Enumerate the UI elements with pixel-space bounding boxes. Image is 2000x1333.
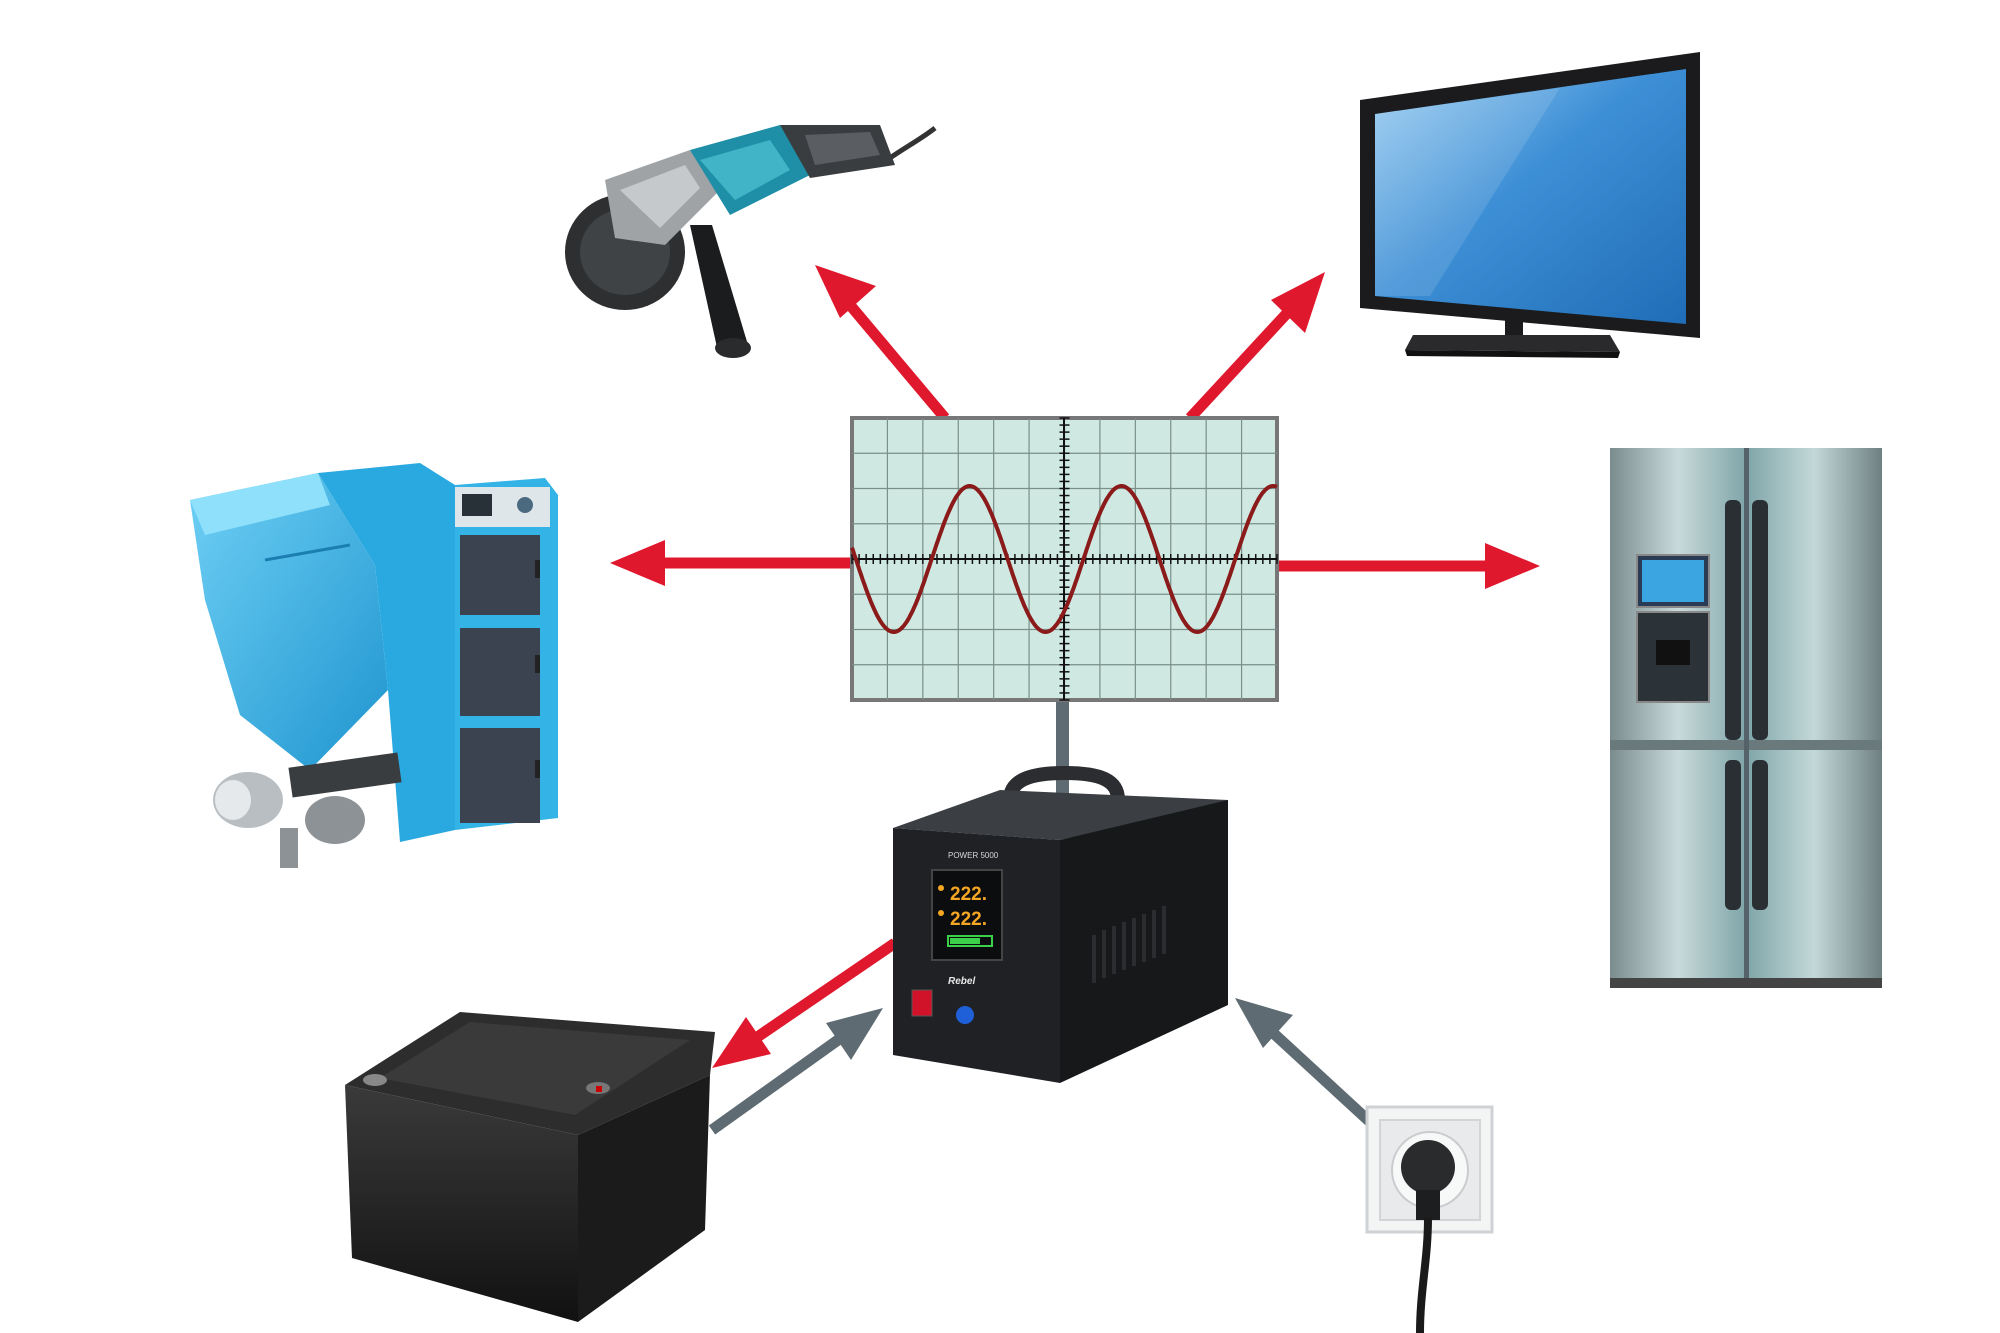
- arrow-to-grinder: [815, 265, 950, 422]
- output-arrows: [610, 265, 1540, 1068]
- refrigerator-icon: [1610, 448, 1882, 988]
- brand-logo: Rebel: [948, 976, 975, 987]
- display-reading-1: 222.: [950, 884, 987, 905]
- power-switch[interactable]: [911, 989, 933, 1017]
- wall-socket-icon: [1365, 1105, 1494, 1333]
- battery-icon: [345, 1012, 715, 1322]
- inverter-ups-icon: POWER 5000 222. 222. Rebel: [893, 765, 1228, 1083]
- display-battery-bar: [947, 935, 993, 947]
- angle-grinder-icon: [565, 125, 937, 358]
- arrow-from-battery: [708, 1008, 883, 1135]
- arrow-to-tv: [1185, 272, 1325, 422]
- display-reading-2: 222.: [950, 909, 987, 930]
- arrow-to-boiler: [610, 540, 852, 586]
- input-arrows: [708, 700, 1374, 1135]
- flat-tv-icon: [1360, 52, 1700, 358]
- scope-ticks: [851, 417, 1278, 701]
- pellet-boiler-icon: [190, 463, 558, 868]
- unit-model-label: POWER 5000: [948, 851, 999, 860]
- sine-wave: [850, 484, 1278, 635]
- oscilloscope-sine-icon: [850, 416, 1279, 702]
- unit-to-scope-connector: [1056, 700, 1069, 800]
- arrow-to-fridge: [1277, 543, 1540, 589]
- arrow-from-socket: [1235, 998, 1374, 1127]
- reset-button[interactable]: [956, 1006, 974, 1024]
- arrow-to-battery: [712, 938, 899, 1068]
